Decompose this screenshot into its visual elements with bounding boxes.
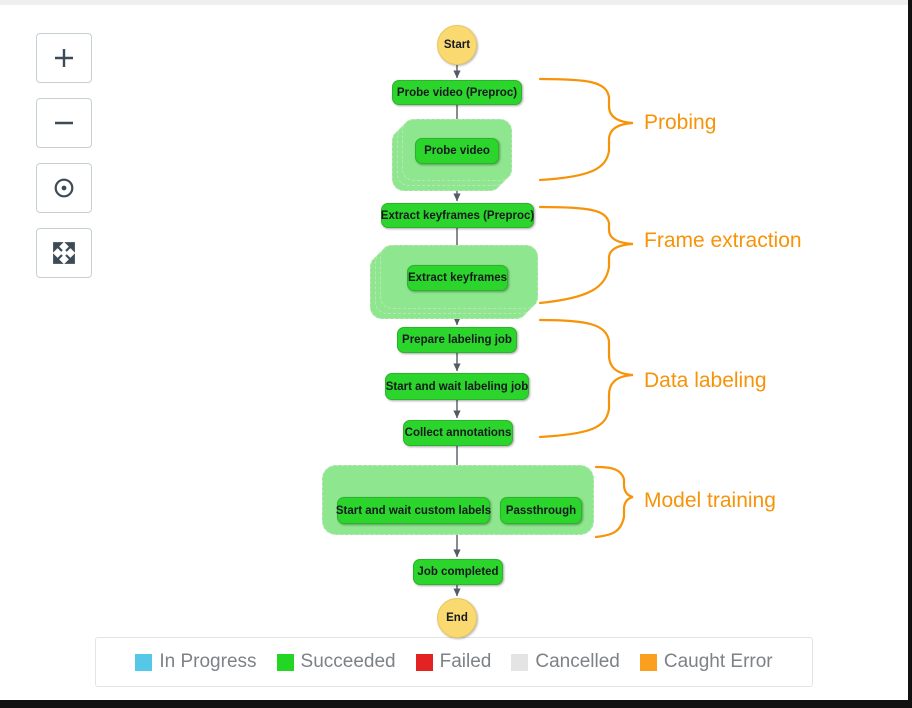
graph-controls xyxy=(36,33,94,293)
reset-zoom-button[interactable] xyxy=(36,163,92,213)
legend-item-caught-error[interactable]: Caught Error xyxy=(639,651,773,673)
graph-node-label: End xyxy=(446,612,468,624)
graph-node-label: Probe video xyxy=(424,145,490,157)
graph-node-startwait[interactable]: Start and wait labeling job xyxy=(385,373,529,400)
graph-node-label: Collect annotations xyxy=(404,427,512,439)
graph-node-label: Probe video (Preproc) xyxy=(396,86,518,99)
legend-label: Failed xyxy=(439,651,492,672)
legend-label: Succeeded xyxy=(300,651,396,672)
legend-item-cancelled[interactable]: Cancelled xyxy=(511,651,620,673)
graph-node-collect[interactable]: Collect annotations xyxy=(403,420,513,446)
legend-item-in-progress[interactable]: In Progress xyxy=(135,651,257,673)
graph-node-label: Extract keyframes (Preproc) xyxy=(380,209,535,222)
legend-item-succeeded[interactable]: Succeeded xyxy=(276,651,396,673)
graph-node-label: Start and wait labeling job xyxy=(385,380,529,393)
zoom-out-button[interactable] xyxy=(36,98,92,148)
graph-node-start[interactable]: Start xyxy=(437,25,477,65)
graph-node-end[interactable]: End xyxy=(437,598,477,638)
graph-node-extract[interactable]: Extract keyframes xyxy=(407,265,508,291)
annotation-label-probing: Probing xyxy=(644,111,717,134)
legend-swatch xyxy=(135,653,153,671)
top-strip xyxy=(0,0,908,5)
graph-node-label: Start xyxy=(443,39,471,51)
legend-label: Caught Error xyxy=(663,651,773,672)
graph-node-extract-pre[interactable]: Extract keyframes (Preproc) xyxy=(381,203,534,228)
graph-node-customlabels[interactable]: Start and wait custom labels xyxy=(335,497,492,524)
graph-node-label: Start and wait custom labels xyxy=(335,504,492,517)
graph-node-label: Job completed xyxy=(417,566,499,578)
graph-node-probe[interactable]: Probe video xyxy=(415,138,499,164)
graph-node-probe-pre[interactable]: Probe video (Preproc) xyxy=(392,80,522,105)
legend-label: Cancelled xyxy=(535,651,620,672)
zoom-in-button[interactable] xyxy=(36,33,92,83)
status-legend: In Progress Succeeded Failed Cancelled Caugh… xyxy=(95,637,813,687)
plus-icon xyxy=(55,49,73,67)
annotation-label-labeling: Data labeling xyxy=(644,369,767,392)
legend-swatch xyxy=(415,653,433,671)
legend-swatch xyxy=(511,653,529,671)
annotation-label-training: Model training xyxy=(644,489,776,512)
expand-arrows-icon xyxy=(53,242,75,264)
fit-to-screen-button[interactable] xyxy=(36,228,92,278)
graph-node-jobdone[interactable]: Job completed xyxy=(413,559,503,585)
graph-node-label: Passthrough xyxy=(505,504,577,517)
legend-swatch xyxy=(639,653,657,671)
target-icon xyxy=(54,178,74,198)
legend-swatch xyxy=(276,653,294,671)
minus-icon xyxy=(55,121,73,125)
annotation-label-frames: Frame extraction xyxy=(644,229,802,252)
legend-label: In Progress xyxy=(159,651,257,672)
graph-node-label: Prepare labeling job xyxy=(402,334,512,346)
graph-node-passthrough[interactable]: Passthrough xyxy=(500,497,582,524)
graph-node-label: Extract keyframes xyxy=(407,272,508,284)
legend-item-failed[interactable]: Failed xyxy=(415,651,492,673)
graph-node-prepare[interactable]: Prepare labeling job xyxy=(397,327,517,353)
